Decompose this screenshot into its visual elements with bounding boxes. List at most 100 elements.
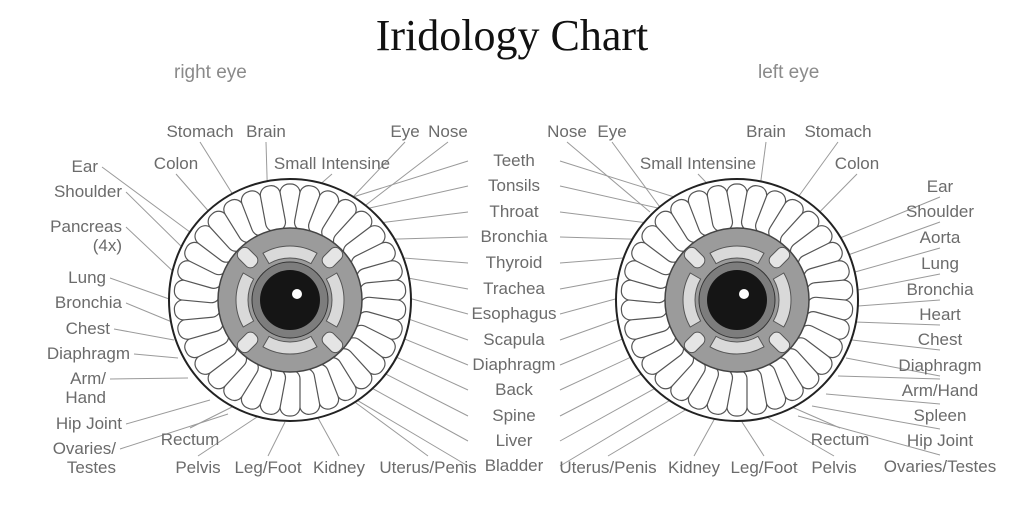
right-eye-label: Lung [68, 268, 106, 287]
leader-line [854, 321, 941, 326]
center-label: Bladder [484, 456, 544, 475]
chart-title: Iridology Chart [375, 11, 649, 60]
right-eye-label: Leg/Foot [234, 458, 302, 477]
left-eye-label: Diaphragm [898, 356, 982, 375]
left-eye-label: Aorta [919, 228, 961, 247]
iris-tab [683, 331, 706, 354]
right-eye-label: Uterus/Penis [379, 458, 477, 477]
right-eye-label: Ovaries/Testes [52, 439, 116, 477]
left-eye-label: Leg/Foot [730, 458, 798, 477]
left-eye-label: Uterus/Penis [559, 458, 657, 477]
left-eye-label: Rectum [810, 430, 870, 449]
iris-tab [321, 246, 344, 269]
inner-zone [262, 245, 318, 265]
left-eye-label: Small Intensine [639, 154, 757, 173]
left-eye-label: Colon [834, 154, 880, 173]
leader-line [811, 405, 941, 430]
center-label: Teeth [493, 151, 535, 170]
leader-line [125, 302, 173, 323]
right-eye-label: Kidney [313, 458, 365, 477]
inner-zone [235, 272, 255, 328]
leader-line [845, 357, 941, 377]
leader-line [361, 141, 449, 209]
pupil-highlight [292, 289, 302, 299]
left-eye-label: Bronchia [906, 280, 974, 299]
center-label: Trachea [483, 279, 545, 298]
leader-line [267, 421, 286, 457]
right-eye-label: Shoulder [53, 182, 122, 201]
leader-line [559, 387, 691, 467]
leader-line [857, 273, 941, 291]
leader-line [109, 277, 173, 301]
inner-zone [262, 335, 318, 355]
center-label: Throat [489, 202, 539, 221]
right-eye [168, 178, 412, 422]
right-eye-label: Pancreas(4x) [50, 217, 122, 255]
left-eye-label: Shoulder [905, 202, 975, 221]
pupil [707, 270, 767, 330]
leader-line [125, 226, 179, 277]
leader-line [851, 339, 941, 351]
leader-line [189, 403, 239, 429]
left-eye-label: Hip Joint [906, 431, 974, 450]
right-eye-label: Diaphragm [46, 344, 130, 363]
iris-tab [321, 331, 344, 354]
right-eye-label: Small Intensine [273, 154, 391, 173]
left-eye-label: Chest [917, 330, 963, 349]
center-label: Back [495, 380, 533, 399]
inner-zone [709, 335, 765, 355]
leader-line [109, 377, 189, 380]
iris-tab [236, 331, 259, 354]
leader-line [741, 421, 765, 457]
leader-line [764, 415, 835, 457]
leader-line [857, 299, 941, 307]
right-eye-label: Brain [246, 122, 286, 141]
leader-line [611, 141, 666, 215]
left-eye-title: left eye [758, 62, 820, 83]
pupil [260, 270, 320, 330]
center-label: Bronchia [480, 227, 548, 246]
leader-line [119, 413, 229, 450]
left-eye-label: Spleen [913, 406, 967, 425]
right-eye-label: Hip Joint [55, 414, 122, 433]
center-label: Tonsils [488, 176, 540, 195]
leader-line [113, 328, 175, 341]
right-eye-label: Rectum [160, 430, 220, 449]
center-label: Thyroid [485, 253, 543, 272]
leader-line [133, 353, 179, 359]
leader-line [839, 196, 941, 239]
right-eye-label: Nose [428, 122, 468, 141]
right-eye-label: Chest [65, 319, 110, 338]
leader-line [351, 399, 429, 457]
right-eye-label: Stomach [166, 122, 234, 141]
inner-zone [709, 245, 765, 265]
left-eye-label: Eye [597, 122, 627, 141]
leader-line [854, 247, 941, 273]
left-eye-label: Brain [746, 122, 786, 141]
leader-line [784, 403, 841, 429]
iris-tab [236, 246, 259, 269]
leader-line [837, 375, 941, 380]
right-eye-label: Bronchia [54, 293, 122, 312]
center-label: Esophagus [471, 304, 557, 323]
iris-tab [683, 246, 706, 269]
inner-zone [325, 272, 345, 328]
inner-zone [772, 272, 792, 328]
leader-line [317, 417, 340, 457]
right-eye-label: Pelvis [175, 458, 221, 477]
left-eye-label: Nose [547, 122, 587, 141]
leader-line [351, 141, 406, 199]
right-eye-label: Eye [390, 122, 420, 141]
left-eye-label: Lung [921, 254, 959, 273]
right-eye-title: right eye [174, 62, 247, 83]
left-eye-label: Ear [926, 177, 954, 196]
leader-line [797, 415, 941, 456]
left-eye-label: Heart [919, 305, 961, 324]
iris-tab [768, 331, 791, 354]
pupil-highlight [739, 289, 749, 299]
leader-line [607, 405, 693, 457]
center-label: Spine [492, 406, 536, 425]
leader-line [125, 399, 211, 425]
